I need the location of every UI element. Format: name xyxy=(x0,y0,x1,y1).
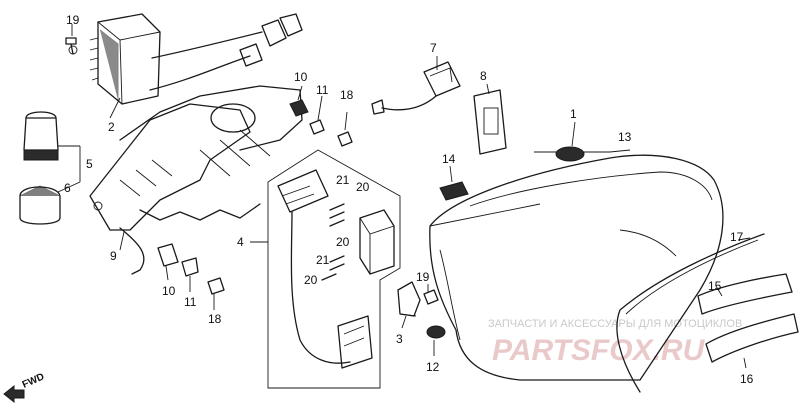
bolt-18-top xyxy=(337,111,353,147)
collar-11-lower xyxy=(181,257,199,277)
callout-16: 16 xyxy=(740,372,754,386)
callout-14: 14 xyxy=(442,152,456,166)
callout-21-bottom: 21 xyxy=(316,253,330,267)
callout-11-top: 11 xyxy=(316,83,329,97)
callout-13: 13 xyxy=(618,130,632,144)
emblem-16 xyxy=(705,313,799,369)
horn-5 xyxy=(23,111,59,161)
callout-2: 2 xyxy=(108,120,115,134)
bracket-9 xyxy=(89,85,303,275)
wiring-group-4-frame xyxy=(250,149,401,389)
cover-6 xyxy=(19,185,61,225)
callout-3: 3 xyxy=(396,332,403,346)
callout-7: 7 xyxy=(430,41,437,55)
callout-15: 15 xyxy=(708,279,722,293)
starter-relay-7 xyxy=(371,56,461,115)
callout-9: 9 xyxy=(110,249,117,263)
fuse-holder-8 xyxy=(473,83,507,155)
fuel-cap-1 xyxy=(555,121,585,162)
watermark-caption: ЗАПЧАСТИ И АКСЕССУАРЫ ДЛЯ МОТОЦИКЛОВ xyxy=(488,318,742,330)
bolt-18-lower xyxy=(207,277,225,295)
callout-20-bottom: 20 xyxy=(304,273,318,287)
callout-18-top: 18 xyxy=(340,88,354,102)
callout-20-middle: 20 xyxy=(336,235,350,249)
forward-direction-arrow: FWD xyxy=(3,371,46,404)
callout-18-lower: 18 xyxy=(208,312,222,326)
grommet-10-top xyxy=(289,99,309,117)
callout-19-top: 19 xyxy=(66,13,80,27)
junction-block-4 xyxy=(277,169,373,369)
callout-5: 5 xyxy=(86,157,93,171)
callout-1: 1 xyxy=(570,107,577,121)
watermark-brand: PARTSFOX.RU xyxy=(492,334,706,367)
callout-4: 4 xyxy=(237,235,244,249)
bracket-3 xyxy=(397,281,421,317)
collar-11-top xyxy=(309,119,325,135)
callout-8: 8 xyxy=(480,69,487,83)
regulator-rectifier-2 xyxy=(89,13,303,105)
rubber-mount-14 xyxy=(439,165,469,201)
callout-6: 6 xyxy=(64,181,71,195)
callout-10-lower: 10 xyxy=(162,284,176,298)
fwd-label: FWD xyxy=(21,371,46,390)
callout-10-top: 10 xyxy=(294,70,308,84)
fuses-20-21 xyxy=(321,203,345,281)
grommet-10-lower xyxy=(157,243,179,267)
stripe-17 xyxy=(616,233,765,393)
callout-19-middle: 19 xyxy=(416,270,430,284)
grommet-12 xyxy=(426,325,446,356)
bolt-19-middle xyxy=(423,289,439,305)
emblem-15 xyxy=(697,273,793,315)
callout-17: 17 xyxy=(730,230,744,244)
callout-21-top: 21 xyxy=(336,173,350,187)
fuse-box-20 xyxy=(359,209,395,275)
bolt-19-top xyxy=(65,37,78,55)
callout-12: 12 xyxy=(426,360,440,374)
callout-11-lower: 11 xyxy=(184,295,197,309)
callout-20-top: 20 xyxy=(356,180,370,194)
